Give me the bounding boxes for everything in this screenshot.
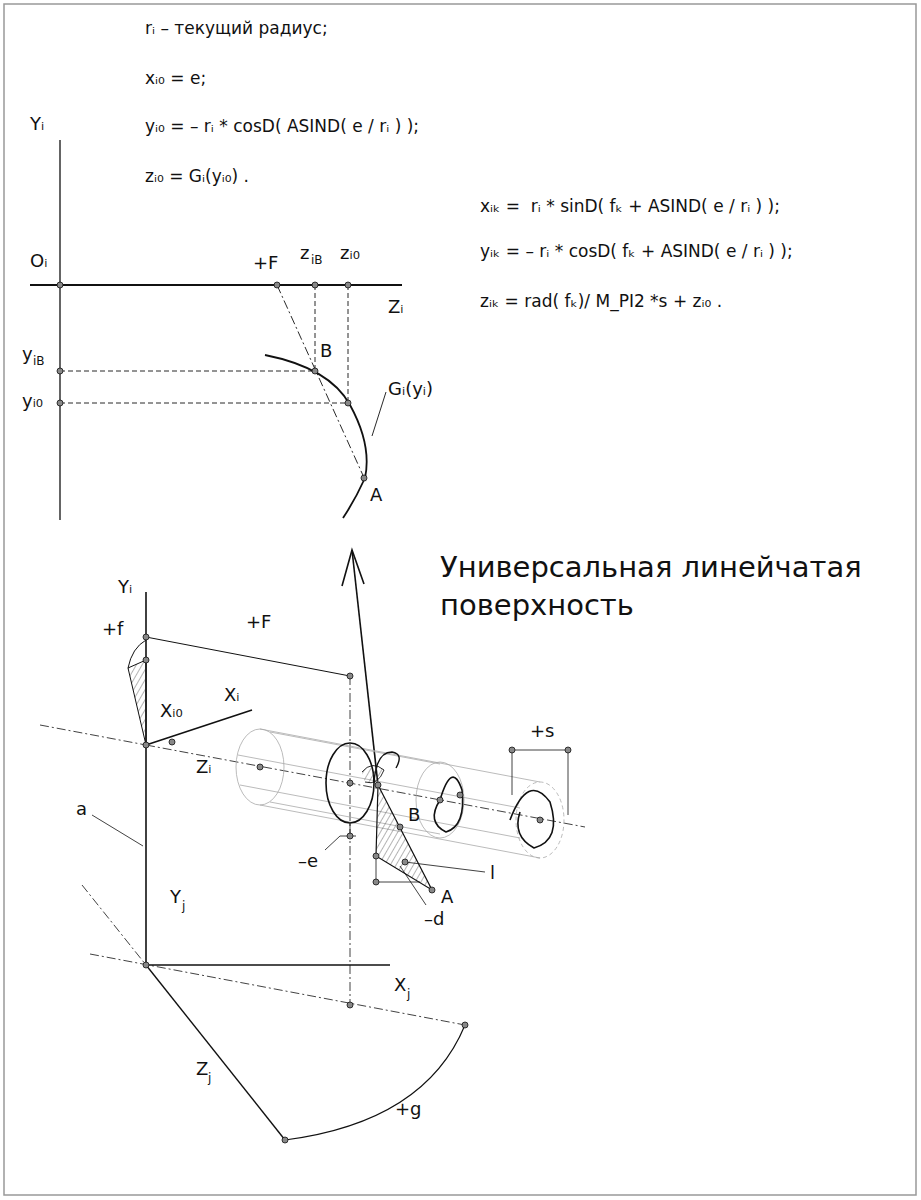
label: B bbox=[320, 342, 332, 360]
label: Yᵢ bbox=[30, 115, 44, 133]
label: +F bbox=[253, 254, 278, 272]
label: Oᵢ bbox=[30, 252, 47, 270]
arrow bbox=[342, 550, 378, 785]
frame bbox=[4, 4, 916, 1195]
label: +s bbox=[530, 722, 554, 740]
label: Gᵢ(yᵢ) bbox=[388, 380, 433, 398]
label: y bbox=[22, 345, 33, 363]
label: +f bbox=[102, 620, 123, 638]
label: Yᵢ bbox=[118, 578, 132, 596]
ruled-surface-drawing bbox=[40, 592, 585, 1143]
label: iB bbox=[311, 254, 323, 266]
formula: yᵢₖ = – rᵢ * cosD( fₖ + ASIND( e / rᵢ ) … bbox=[480, 243, 793, 260]
label: l bbox=[490, 864, 495, 882]
label: Z bbox=[196, 1060, 208, 1078]
formula: zᵢ₀ = Gᵢ(yᵢ₀) . bbox=[145, 168, 249, 185]
label: –d bbox=[424, 910, 444, 928]
label: Zᵢ bbox=[388, 298, 404, 316]
label: j bbox=[182, 900, 185, 912]
label: A bbox=[441, 888, 453, 906]
formula: rᵢ – текущий радиус; bbox=[145, 20, 328, 37]
label: Xᵢ₀ bbox=[160, 702, 183, 720]
label: j bbox=[208, 1072, 211, 1084]
profile-diagram bbox=[30, 140, 402, 520]
label: –e bbox=[298, 852, 318, 870]
label: iB bbox=[33, 355, 45, 367]
label: j bbox=[407, 988, 410, 1000]
formula: yᵢ₀ = – rᵢ * cosD( ASIND( e / rᵢ ) ); bbox=[145, 118, 419, 135]
label: z bbox=[300, 244, 309, 262]
label: Y bbox=[170, 888, 181, 906]
formula: xᵢₖ = rᵢ * sinD( fₖ + ASIND( e / rᵢ ) ); bbox=[480, 198, 780, 215]
label: a bbox=[76, 800, 87, 818]
label: +F bbox=[246, 613, 271, 631]
label: Zᵢ bbox=[196, 758, 212, 776]
label: zᵢ₀ bbox=[340, 244, 360, 262]
label: B bbox=[408, 806, 420, 824]
formula: zᵢₖ = rad( fₖ)/ M_PI2 *s + zᵢ₀ . bbox=[480, 293, 722, 310]
label: +g bbox=[395, 1100, 422, 1118]
label: X bbox=[394, 976, 406, 994]
label: A bbox=[370, 486, 382, 504]
label: yᵢ₀ bbox=[22, 392, 43, 410]
title: Универсальная линейчатая поверхность bbox=[440, 548, 910, 625]
formula: xᵢ₀ = e; bbox=[145, 70, 206, 87]
label: Xᵢ bbox=[224, 686, 240, 704]
